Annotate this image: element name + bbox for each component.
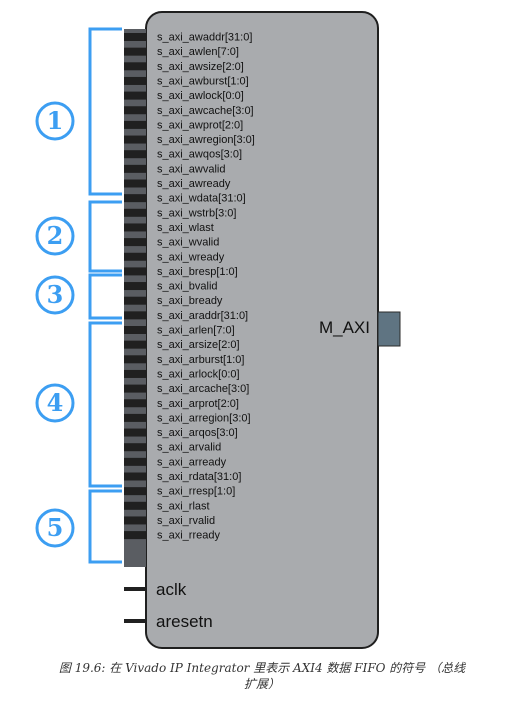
signal-label: s_axi_wvalid	[157, 237, 219, 249]
bus-pin[interactable]	[124, 487, 146, 496]
signal-label: s_axi_arsize[2:0]	[157, 339, 240, 351]
bus-pin[interactable]	[124, 91, 146, 100]
bus-pin[interactable]	[124, 179, 146, 188]
bus-pin[interactable]	[124, 76, 146, 85]
signal-label: s_axi_awvalid	[157, 163, 225, 175]
bus-pin[interactable]	[124, 62, 146, 71]
signal-label: s_axi_bvalid	[157, 281, 218, 293]
bus-pin[interactable]	[124, 47, 146, 56]
signal-label: s_axi_rresp[1:0]	[157, 486, 235, 498]
group-number-circle	[35, 216, 75, 256]
group-brackets: 1 2 3 4 5	[35, 27, 122, 564]
signal-label: s_axi_arlen[7:0]	[157, 325, 235, 337]
group-bracket	[88, 273, 122, 320]
signal-label: s_axi_awaddr[31:0]	[157, 32, 252, 44]
signal-label: s_axi_arburst[1:0]	[157, 354, 244, 366]
signal-label: s_axi_awcache[3:0]	[157, 105, 254, 117]
signal-label: s_axi_rvalid	[157, 515, 215, 527]
bus-pin[interactable]	[124, 355, 146, 364]
bus-pin[interactable]	[124, 516, 146, 525]
signal-label: s_axi_bready	[157, 295, 223, 307]
bus-pin[interactable]	[124, 399, 146, 408]
standalone-pin-label: aclk	[156, 580, 187, 599]
bus-pin[interactable]	[124, 150, 146, 159]
signal-label: s_axi_arvalid	[157, 442, 221, 454]
caption-line-2: 扩展）	[243, 677, 280, 691]
signal-label: s_axi_wready	[157, 251, 225, 263]
signal-label: s_axi_wlast	[157, 222, 214, 234]
standalone-pin-stub[interactable]	[124, 619, 146, 623]
signal-label: s_axi_arready	[157, 456, 227, 468]
bus-pin[interactable]	[124, 413, 146, 422]
group-bracket	[88, 321, 122, 488]
signal-label: s_axi_awlock[0:0]	[157, 90, 244, 102]
bus-pin[interactable]	[124, 369, 146, 378]
bus-pin[interactable]	[124, 135, 146, 144]
signal-label: s_axi_arregion[3:0]	[157, 412, 251, 424]
signal-label: s_axi_awprot[2:0]	[157, 119, 243, 131]
bus-pin[interactable]	[124, 326, 146, 334]
signal-label: s_axi_awqos[3:0]	[157, 149, 242, 161]
signal-label: s_axi_wstrb[3:0]	[157, 207, 236, 219]
bus-pin[interactable]	[124, 311, 146, 320]
standalone-pins: aclk aresetn	[124, 580, 213, 631]
group-number-circle	[35, 101, 75, 141]
bus-pin[interactable]	[124, 238, 146, 247]
bus-pin[interactable]	[124, 340, 146, 349]
signal-label: s_axi_rdata[31:0]	[157, 471, 241, 483]
group-number-circle	[35, 383, 75, 423]
m-axi-port-label: M_AXI	[319, 318, 370, 337]
signal-label: s_axi_rlast	[157, 500, 210, 512]
caption-line-1: 图 19.6: 在 Vivado IP Integrator 里表示 AXI4 …	[58, 661, 466, 675]
signal-label: s_axi_awregion[3:0]	[157, 134, 255, 146]
group-number-circle	[35, 275, 75, 315]
group-bracket	[88, 27, 122, 196]
bus-pin[interactable]	[124, 120, 146, 129]
signal-label: s_axi_rready	[157, 530, 220, 542]
signal-label: s_axi_awlen[7:0]	[157, 46, 239, 58]
bus-pin[interactable]	[124, 531, 146, 540]
signal-label: s_axi_araddr[31:0]	[157, 310, 248, 322]
bus-pin[interactable]	[124, 267, 146, 276]
bus-pin[interactable]	[124, 164, 146, 173]
signal-label: s_axi_bresp[1:0]	[157, 266, 238, 278]
bus-pin[interactable]	[124, 428, 146, 437]
bus-pin[interactable]	[124, 443, 146, 452]
standalone-pin-label: aresetn	[156, 612, 213, 631]
bus-pin-column: s_axi_awaddr[31:0] s_axi_awlen[7:0] s_axi_…	[124, 29, 255, 567]
group-bracket	[88, 489, 122, 564]
figure-caption: 图 19.6: 在 Vivado IP Integrator 里表示 AXI4 …	[0, 660, 524, 692]
bus-pin[interactable]	[124, 457, 146, 466]
bus-pin[interactable]	[124, 384, 146, 393]
bus-pin[interactable]	[124, 33, 146, 41]
group-number: 3	[47, 280, 64, 309]
bus-pin[interactable]	[124, 106, 146, 115]
group-number: 2	[47, 221, 64, 250]
signal-label: s_axi_arprot[2:0]	[157, 398, 239, 410]
bus-pin[interactable]	[124, 223, 146, 232]
signal-label: s_axi_awburst[1:0]	[157, 75, 249, 87]
signal-label: s_axi_arqos[3:0]	[157, 427, 238, 439]
bus-pin[interactable]	[124, 296, 146, 305]
bus-pin[interactable]	[124, 501, 146, 510]
signal-label: s_axi_wdata[31:0]	[157, 193, 246, 205]
bus-pin[interactable]	[124, 472, 146, 481]
signal-label: s_axi_arcache[3:0]	[157, 383, 249, 395]
bus-pin[interactable]	[124, 282, 146, 291]
bus-pin[interactable]	[124, 208, 146, 217]
signal-label: s_axi_awready	[157, 178, 231, 190]
group-bracket	[88, 200, 122, 273]
bus-pin[interactable]	[124, 252, 146, 261]
group-number-circle	[35, 508, 75, 548]
group-number: 1	[47, 106, 64, 135]
signal-label: s_axi_arlock[0:0]	[157, 368, 240, 380]
standalone-pin-stub[interactable]	[124, 587, 146, 591]
signal-label: s_axi_awsize[2:0]	[157, 61, 244, 73]
group-number: 4	[47, 388, 64, 417]
group-number: 5	[47, 513, 64, 542]
m-axi-port-connector[interactable]	[377, 311, 401, 347]
bus-pin[interactable]	[124, 194, 146, 203]
